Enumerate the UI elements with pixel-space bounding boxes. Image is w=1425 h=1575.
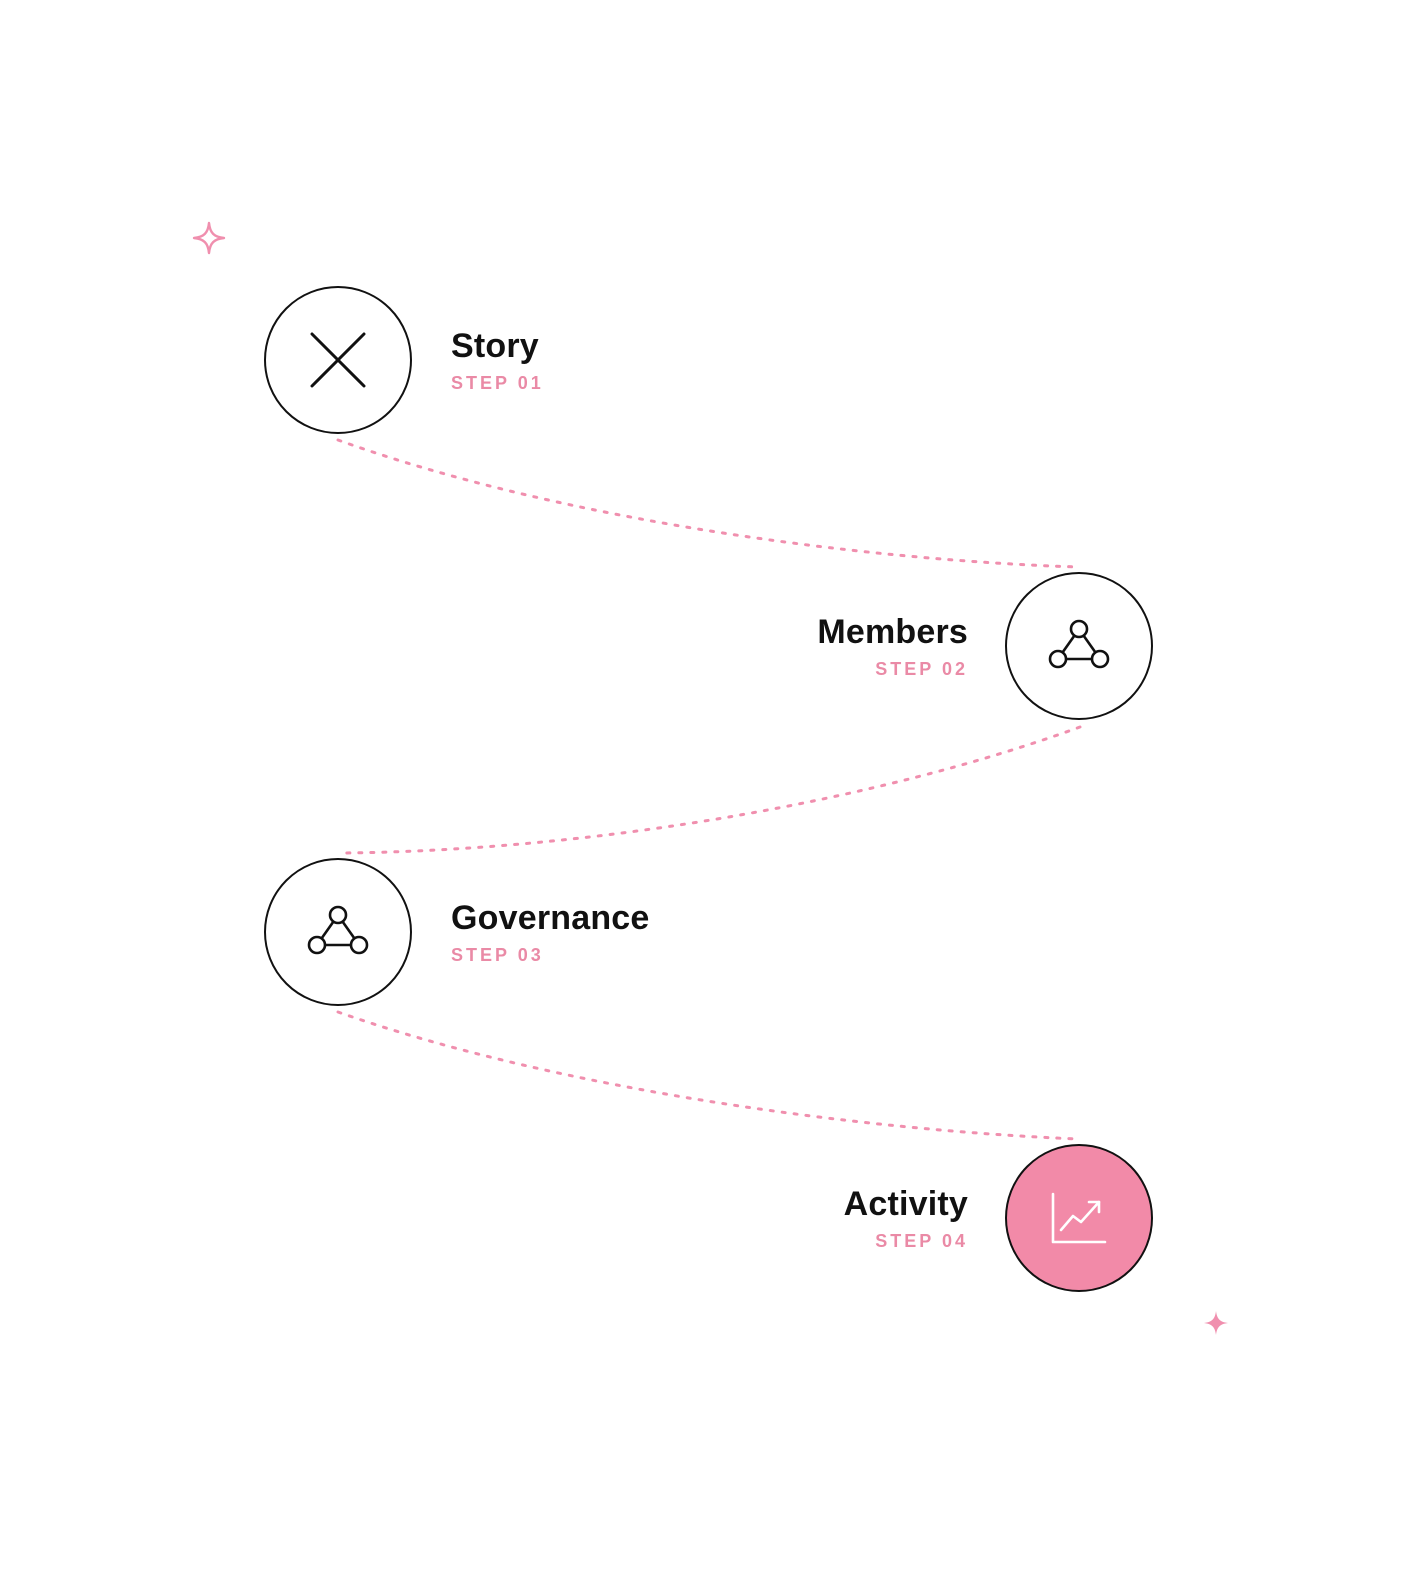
close-x-icon <box>310 332 366 388</box>
step-2-button[interactable] <box>1005 572 1153 720</box>
step-2-text: Members STEP 02 <box>740 612 968 680</box>
trend-chart-icon <box>1051 1192 1107 1244</box>
step-number-label: STEP 01 <box>451 373 544 393</box>
step-4-text: Activity STEP 04 <box>740 1184 968 1252</box>
step-number-label: STEP 03 <box>451 945 544 965</box>
step-3-text: Governance STEP 03 <box>451 898 650 966</box>
step-title: Governance <box>451 899 650 937</box>
step-4-button[interactable] <box>1005 1144 1153 1292</box>
sparkle-outline-icon <box>192 221 226 255</box>
step-title: Activity <box>843 1185 968 1223</box>
step-title: Story <box>451 327 539 365</box>
step-1-button[interactable] <box>264 286 412 434</box>
sparkle-filled-icon <box>1204 1311 1228 1335</box>
connector-1-2 <box>336 438 1080 569</box>
step-3-button[interactable] <box>264 858 412 1006</box>
connector-2-3 <box>342 725 1082 855</box>
network-nodes-icon <box>307 905 369 955</box>
step-number-label: STEP 04 <box>875 1231 968 1251</box>
network-nodes-icon <box>1048 619 1110 669</box>
step-number-label: STEP 02 <box>875 659 968 679</box>
step-1-text: Story STEP 01 <box>451 326 544 394</box>
step-title: Members <box>817 613 968 651</box>
connector-3-4 <box>336 1010 1080 1141</box>
